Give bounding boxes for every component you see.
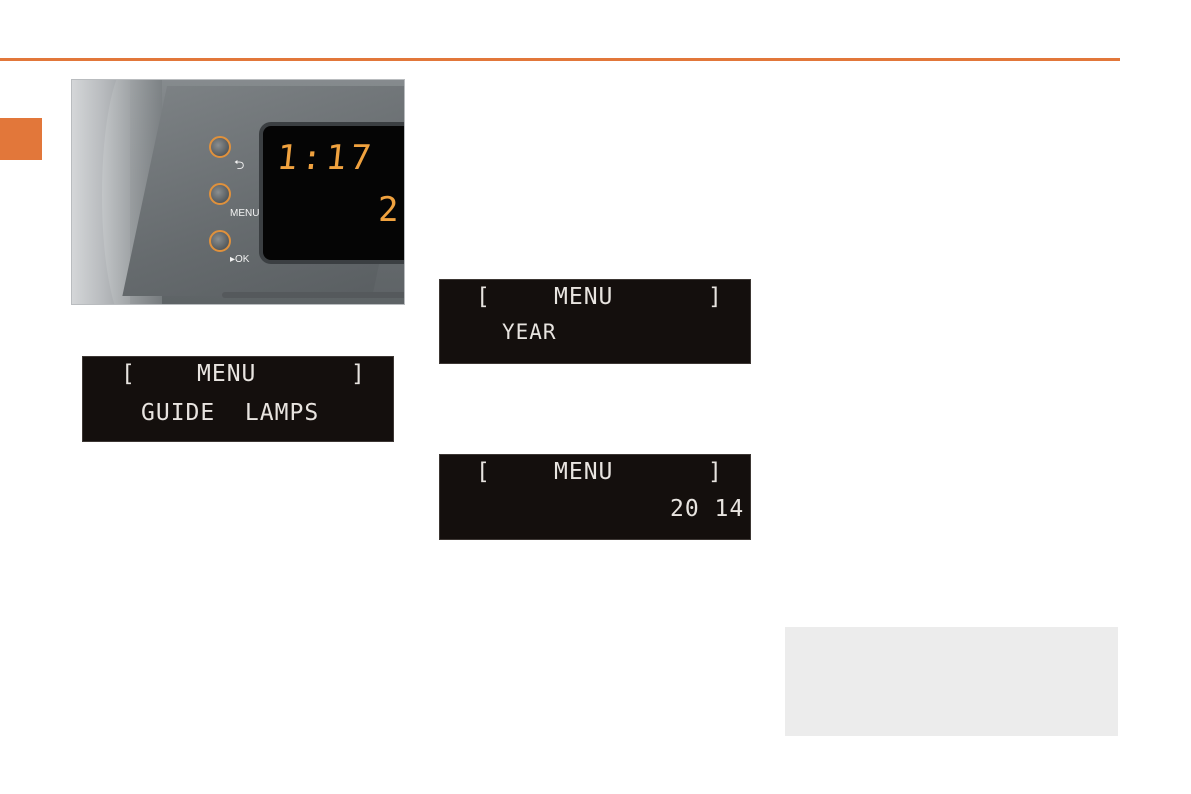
lcd-title: MENU <box>197 361 257 387</box>
lcd-title: MENU <box>554 459 614 485</box>
lcd-title: MENU <box>554 284 614 310</box>
lcd-bracket-right: ] <box>351 361 365 387</box>
lcd-line-two: 20 14 <box>670 496 745 522</box>
lcd-display-year-value: [ MENU ] 20 14 <box>439 454 751 540</box>
chapter-tab <box>0 118 42 160</box>
lcd-display-guide-lamps: [ MENU ] GUIDE LAMPS <box>82 356 394 442</box>
lcd-bracket-right: ] <box>708 284 722 310</box>
lcd-bracket-right: ] <box>708 459 722 485</box>
lcd-bracket-left: [ <box>476 459 490 485</box>
clock-readout: 1:17 <box>274 138 377 178</box>
lcd-line-two: GUIDE LAMPS <box>141 400 320 426</box>
menu-button[interactable] <box>209 183 231 205</box>
back-arrow-icon: ⮌ <box>234 157 245 172</box>
lcd-bracket-left: [ <box>121 361 135 387</box>
display-screen <box>263 126 404 260</box>
dashboard-display-photo: 1:17 2 ⮌ MENU ▸OK <box>71 79 405 305</box>
dashboard-trim <box>222 292 404 298</box>
display-second-line: 2 <box>378 190 399 230</box>
info-box <box>785 627 1118 736</box>
back-button[interactable] <box>209 136 231 158</box>
menu-button-label: MENU <box>230 208 260 219</box>
ok-button[interactable] <box>209 230 231 252</box>
header-rule <box>0 58 1120 61</box>
lcd-display-year: [ MENU ] YEAR <box>439 279 751 364</box>
ok-button-label: ▸OK <box>230 254 250 265</box>
lcd-bracket-left: [ <box>476 284 490 310</box>
lcd-line-two: YEAR <box>502 320 557 344</box>
